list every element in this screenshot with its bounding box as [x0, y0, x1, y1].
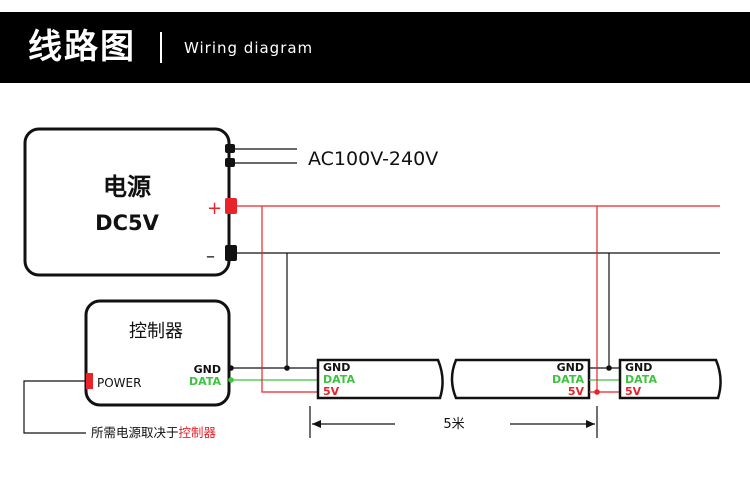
minus-label: – [206, 246, 215, 267]
strip1-gnd-label: GND [323, 361, 350, 374]
minus-terminal [225, 245, 237, 261]
led-strip-segment-3 [618, 358, 722, 400]
strip1-5v-label: 5V [323, 385, 340, 398]
positive-junction-2 [594, 389, 600, 395]
power-supply-box [23, 127, 231, 277]
ground-junction-2 [606, 365, 612, 371]
dimension-arrow-left [312, 420, 321, 428]
controller-gnd-label: GND [194, 363, 221, 376]
ac-terminal-2 [225, 158, 235, 167]
ac-terminal-1 [225, 144, 235, 153]
controller-power-wire [23, 380, 86, 434]
power-note-prefix: 所需电源取决于 [91, 425, 179, 440]
strip2-gnd-label: GND [557, 361, 584, 374]
positive-drop-wire-1 [261, 206, 318, 393]
length-label: 5米 [443, 417, 464, 432]
title-divider [160, 32, 162, 63]
controller-data-label: DATA [189, 375, 221, 388]
power-supply-voltage: DC5V [95, 211, 159, 235]
power-supply-title: 电源 [103, 173, 151, 201]
controller-power-port [86, 373, 93, 389]
ac-input-label: AC100V-240V [308, 148, 438, 170]
page-title: 线路图 [28, 27, 136, 67]
page-subtitle: Wiring diagram [184, 39, 314, 57]
strip1-data-label: DATA [323, 373, 355, 386]
header-bar: 线路图 Wiring diagram [0, 12, 750, 83]
ground-junction-1 [284, 365, 290, 371]
strip2-5v-label: 5V [568, 385, 585, 398]
strip3-data-label: DATA [625, 373, 657, 386]
strip3-gnd-label: GND [625, 361, 652, 374]
plus-label: + [207, 198, 222, 219]
data-output-dot [228, 377, 234, 383]
dimension-arrow-right [586, 420, 595, 428]
led-strip-segment-1 [316, 358, 444, 400]
power-note: 所需电源取决于控制器 [91, 425, 217, 440]
controller-power-label: POWER [97, 376, 141, 390]
led-strip-segment-2 [450, 358, 591, 400]
strip3-5v-label: 5V [625, 385, 642, 398]
strip2-data-label: DATA [552, 373, 584, 386]
plus-terminal [225, 198, 237, 214]
controller-box [84, 299, 231, 407]
controller-title: 控制器 [129, 321, 183, 342]
gnd-output-dot [228, 365, 234, 371]
power-note-highlight: 控制器 [179, 425, 217, 440]
